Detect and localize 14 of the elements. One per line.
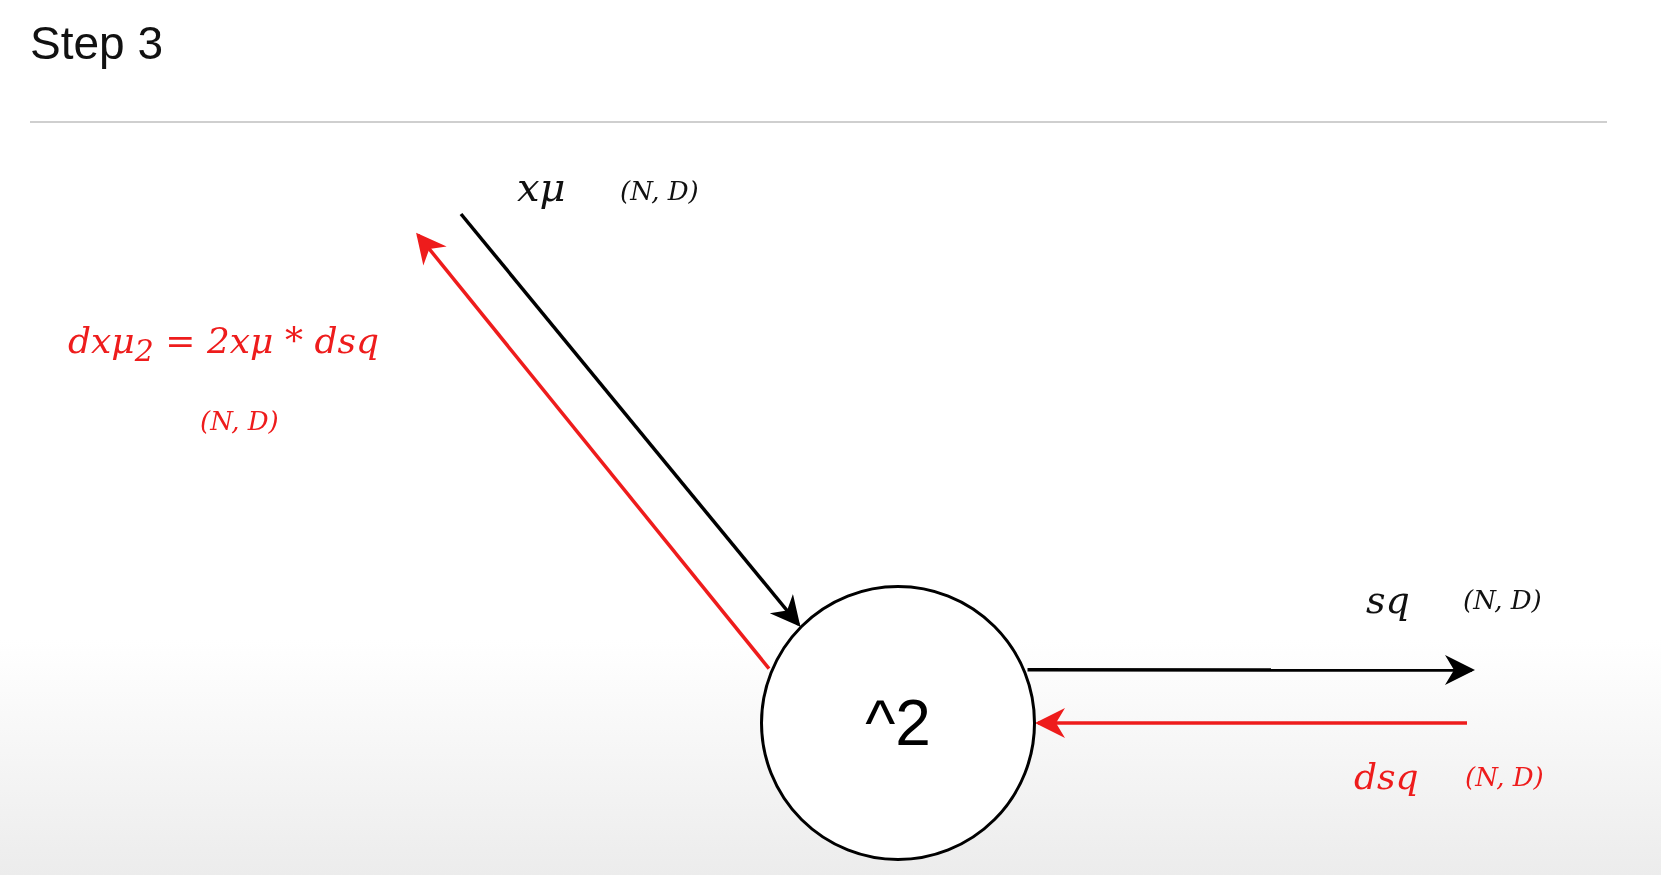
variable-label: sq: [1366, 578, 1410, 622]
shape-label: (N, D): [620, 176, 699, 206]
variable-label: xμ: [517, 164, 566, 210]
shape-label: (N, D): [1463, 585, 1542, 615]
arrow: [1027, 655, 1475, 685]
arrow: [459, 212, 801, 627]
operation-label: ^2: [865, 686, 931, 760]
shape-label: (N, D): [200, 406, 279, 436]
formula-label: dxμ$_{2}$ = 2xμ * dsq: [68, 320, 379, 369]
arrow: [416, 232, 771, 670]
shape-label: (N, D): [1465, 762, 1544, 792]
title: Step 3: [30, 16, 163, 70]
gradient-label: dsq: [1354, 756, 1419, 797]
arrow: [1035, 708, 1467, 738]
